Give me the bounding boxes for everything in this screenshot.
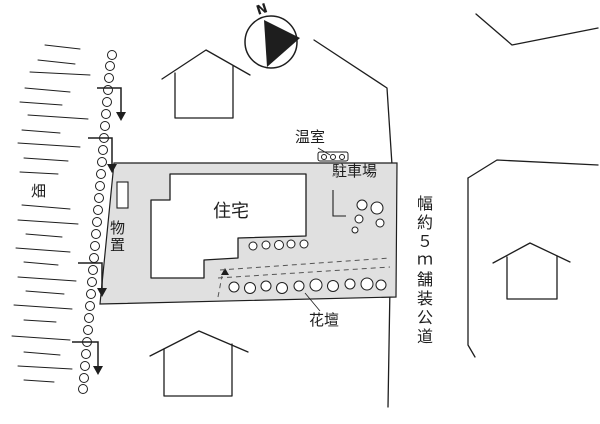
boundary-hedge: [78, 50, 117, 394]
greenhouse: [317, 151, 349, 162]
flow-arrowheads: [93, 112, 126, 375]
field-furrows: [11, 44, 91, 383]
parking-stall: [332, 190, 346, 217]
parking-label: 駐車場: [332, 162, 378, 180]
flower-bed-shrubs: [228, 277, 387, 294]
neighbor-house-top: [161, 49, 251, 119]
flower-bed-leader-line: [304, 292, 321, 312]
flow-arrows: [72, 87, 122, 367]
flower-bed-label: 花壇: [309, 311, 340, 329]
neighbor-house-bottom: [149, 330, 249, 397]
entrance-marker-icon: [221, 268, 229, 275]
garden-shrubs-upper: [248, 239, 309, 251]
road-east-block: [467, 177, 476, 358]
driveway-lines: [217, 257, 391, 298]
road-label: 幅約５ｍ舗装公道: [414, 195, 433, 347]
neighbor-house-right: [492, 242, 571, 300]
road-east-lower-edge: [467, 159, 599, 179]
road-east-edge: [475, 13, 599, 46]
north-arrow-icon: N: [244, 1, 300, 69]
storage-shed: [116, 181, 129, 209]
house-footprint: [150, 173, 307, 279]
greenhouse-label: 温室: [295, 128, 326, 146]
shed-label: 物置: [108, 220, 126, 254]
compass-north-letter: N: [255, 1, 270, 19]
greenhouse-leader-line: [317, 147, 331, 156]
parking-shrubs: [351, 199, 385, 234]
field-label: 畑: [31, 182, 47, 200]
house-label: 住宅: [213, 201, 249, 222]
